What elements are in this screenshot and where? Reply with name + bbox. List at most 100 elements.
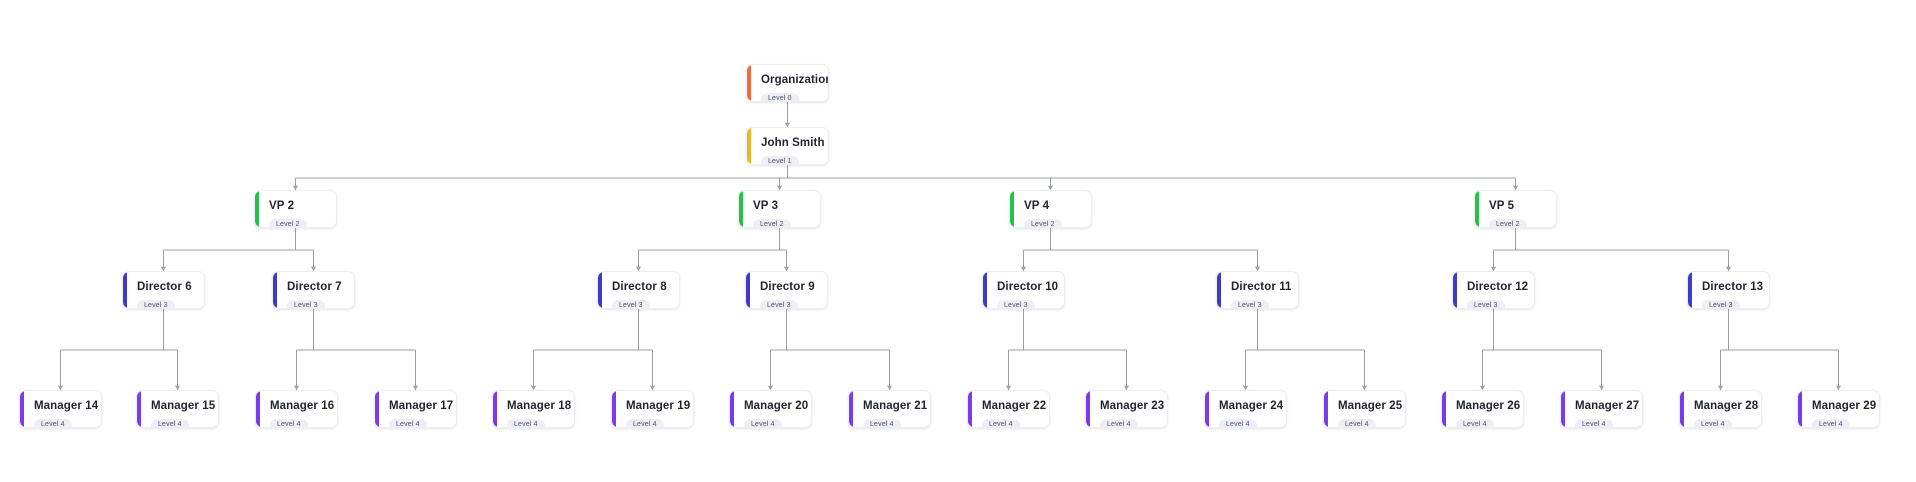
- node-level-badge: Level 4: [982, 419, 1020, 427]
- org-node-director-13[interactable]: Director 13 Level 3: [1687, 271, 1770, 309]
- node-level-badge: Level 3: [760, 300, 798, 308]
- node-accent-bar: [739, 191, 743, 227]
- node-level-badge: Level 4: [389, 419, 427, 427]
- node-accent-bar: [493, 391, 497, 427]
- org-node-manager-25[interactable]: Manager 25 Level 4: [1323, 390, 1406, 428]
- node-accent-bar: [137, 391, 141, 427]
- node-level-badge: Level 2: [753, 219, 791, 227]
- node-level-badge: Level 0: [761, 93, 799, 101]
- node-title: Director 7: [287, 281, 342, 293]
- org-node-manager-24[interactable]: Manager 24 Level 4: [1204, 390, 1287, 428]
- node-title: Organization: [761, 74, 829, 86]
- node-title: Director 6: [137, 281, 192, 293]
- node-title: Director 10: [997, 281, 1059, 293]
- node-accent-bar: [1010, 191, 1014, 227]
- node-accent-bar: [1475, 191, 1479, 227]
- node-accent-bar: [1442, 391, 1446, 427]
- org-node-manager-26[interactable]: Manager 26 Level 4: [1441, 390, 1524, 428]
- node-title: VP 3: [753, 200, 779, 212]
- node-title: John Smith: [761, 137, 825, 149]
- node-title: Director 11: [1231, 281, 1292, 293]
- node-accent-bar: [968, 391, 972, 427]
- node-title: Manager 19: [626, 400, 691, 412]
- node-title: Director 9: [760, 281, 815, 293]
- org-node-director-7[interactable]: Director 7 Level 3: [272, 271, 355, 309]
- node-title: Manager 24: [1219, 400, 1284, 412]
- node-accent-bar: [747, 65, 751, 101]
- node-level-badge: Level 3: [612, 300, 650, 308]
- node-title: Manager 26: [1456, 400, 1521, 412]
- node-accent-bar: [1324, 391, 1328, 427]
- node-level-badge: Level 3: [137, 300, 175, 308]
- node-title: Manager 14: [34, 400, 99, 412]
- org-node-manager-21[interactable]: Manager 21 Level 4: [848, 390, 931, 428]
- node-title: Manager 22: [982, 400, 1047, 412]
- node-accent-bar: [256, 391, 260, 427]
- node-level-badge: Level 2: [1024, 219, 1062, 227]
- node-accent-bar: [1561, 391, 1565, 427]
- node-level-badge: Level 3: [1467, 300, 1505, 308]
- node-accent-bar: [273, 272, 277, 308]
- node-accent-bar: [730, 391, 734, 427]
- node-level-badge: Level 4: [626, 419, 664, 427]
- node-level-badge: Level 4: [863, 419, 901, 427]
- org-node-director-12[interactable]: Director 12 Level 3: [1452, 271, 1535, 309]
- node-level-badge: Level 4: [1219, 419, 1257, 427]
- node-title: Manager 17: [389, 400, 454, 412]
- node-accent-bar: [1798, 391, 1802, 427]
- node-accent-bar: [123, 272, 127, 308]
- node-level-badge: Level 3: [997, 300, 1035, 308]
- org-node-manager-17[interactable]: Manager 17 Level 4: [374, 390, 457, 428]
- node-accent-bar: [1453, 272, 1457, 308]
- node-title: Manager 25: [1338, 400, 1403, 412]
- node-title: Director 13: [1702, 281, 1764, 293]
- org-node-vp-3[interactable]: VP 3 Level 2: [738, 190, 821, 228]
- node-accent-bar: [983, 272, 987, 308]
- org-node-manager-15[interactable]: Manager 15 Level 4: [136, 390, 219, 428]
- node-level-badge: Level 1: [761, 156, 799, 164]
- node-title: VP 4: [1024, 200, 1050, 212]
- org-node-vp-5[interactable]: VP 5 Level 2: [1474, 190, 1557, 228]
- node-level-badge: Level 4: [151, 419, 189, 427]
- node-accent-bar: [1205, 391, 1209, 427]
- node-title: Manager 23: [1100, 400, 1165, 412]
- node-level-badge: Level 3: [287, 300, 325, 308]
- node-level-badge: Level 2: [1489, 219, 1527, 227]
- node-title: Manager 15: [151, 400, 216, 412]
- org-node-director-10[interactable]: Director 10 Level 3: [982, 271, 1065, 309]
- org-node-director-9[interactable]: Director 9 Level 3: [745, 271, 828, 309]
- node-accent-bar: [747, 128, 751, 164]
- node-level-badge: Level 4: [1338, 419, 1376, 427]
- node-title: Manager 27: [1575, 400, 1640, 412]
- org-node-vp-4[interactable]: VP 4 Level 2: [1009, 190, 1092, 228]
- node-title: Director 12: [1467, 281, 1529, 293]
- node-accent-bar: [746, 272, 750, 308]
- node-accent-bar: [20, 391, 24, 427]
- org-node-director-6[interactable]: Director 6 Level 3: [122, 271, 205, 309]
- node-accent-bar: [255, 191, 259, 227]
- node-title: Manager 21: [863, 400, 928, 412]
- node-accent-bar: [1086, 391, 1090, 427]
- node-level-badge: Level 4: [744, 419, 782, 427]
- node-level-badge: Level 4: [1812, 419, 1850, 427]
- node-level-badge: Level 3: [1702, 300, 1740, 308]
- node-level-badge: Level 4: [1456, 419, 1494, 427]
- org-node-manager-22[interactable]: Manager 22 Level 4: [967, 390, 1050, 428]
- node-accent-bar: [849, 391, 853, 427]
- org-node-manager-19[interactable]: Manager 19 Level 4: [611, 390, 694, 428]
- node-title: VP 5: [1489, 200, 1515, 212]
